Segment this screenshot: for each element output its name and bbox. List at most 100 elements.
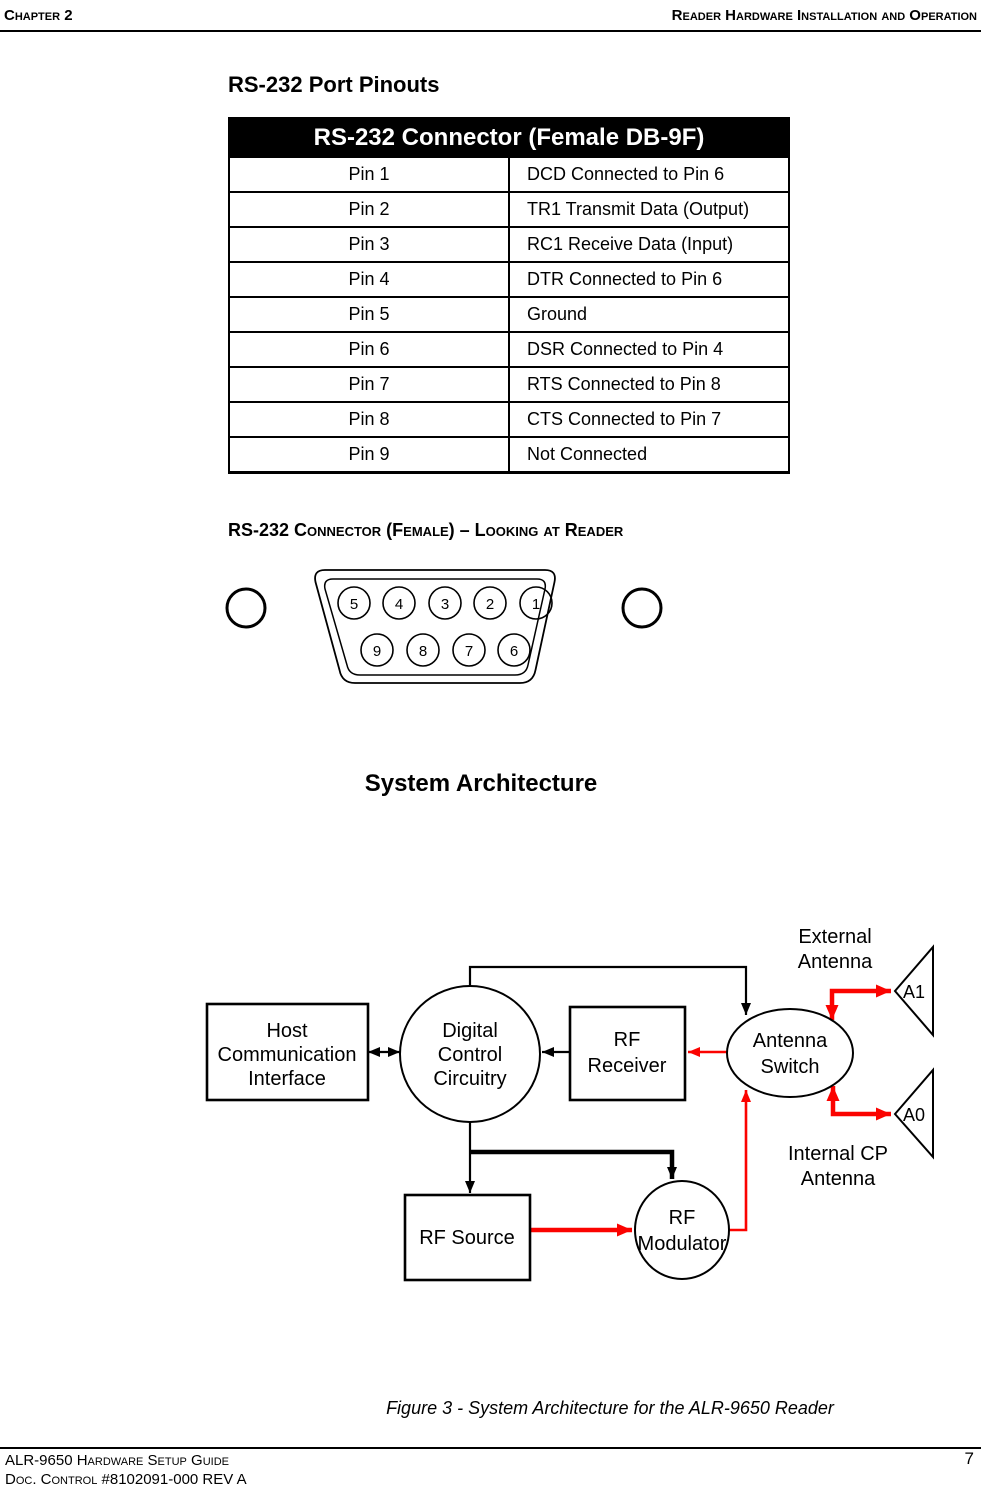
description-cell: TR1 Transmit Data (Output) xyxy=(508,191,790,228)
pin-row-bottom: 9 8 7 6 xyxy=(360,633,531,667)
antenna-port-labels: A1 A0 xyxy=(903,982,925,1125)
connector-body-inner xyxy=(323,578,547,676)
connector-body-outer xyxy=(314,569,556,684)
description-cell: Ground xyxy=(508,296,790,333)
pin-circle xyxy=(473,586,507,620)
db9-connector-diagram: 5 4 3 2 1 9 8 7 6 xyxy=(225,569,663,684)
host-label-line: Communication xyxy=(218,1044,357,1066)
pin-cell: Pin 6 xyxy=(228,331,510,368)
pin-cell: Pin 3 xyxy=(228,226,510,263)
pin-circle xyxy=(452,633,486,667)
external-antenna-label-line: External xyxy=(798,926,871,948)
switch-label-line: Switch xyxy=(761,1056,820,1078)
host-communication-interface-box xyxy=(205,1002,370,1102)
dcc-label-line: Circuitry xyxy=(433,1068,506,1090)
modulator-label-line: Modulator xyxy=(638,1233,727,1255)
pinouts-title: RS-232 Port Pinouts xyxy=(228,72,440,97)
pin-cell: Pin 8 xyxy=(228,401,510,438)
footer-rule xyxy=(0,1447,981,1449)
host-label-line: Interface xyxy=(248,1068,326,1090)
a1-label: A1 xyxy=(903,982,925,1002)
header-chapter: Chapter 2 xyxy=(4,7,73,24)
internal-cp-antenna-label-line: Antenna xyxy=(801,1168,876,1190)
dcc-label-line: Control xyxy=(438,1044,502,1066)
host-label-line: Host xyxy=(266,1020,308,1042)
pin-number: 7 xyxy=(465,643,473,660)
rf-source-box xyxy=(403,1193,532,1282)
pin-circle xyxy=(406,633,440,667)
receiver-label-line: Receiver xyxy=(588,1055,667,1077)
pin-row-top: 5 4 3 2 1 xyxy=(337,586,553,620)
description-cell: Not Connected xyxy=(508,436,790,474)
dcc-switch-link xyxy=(468,965,751,1015)
modulator-switch-link xyxy=(729,1090,751,1232)
pin-circle xyxy=(382,586,416,620)
a0-label: A0 xyxy=(903,1105,925,1125)
annotation-labels: External Antenna Internal CP Antenna xyxy=(788,926,888,1190)
digital-control-circuitry-ellipse xyxy=(399,985,541,1123)
pin-number: 6 xyxy=(510,643,518,660)
pin-circle xyxy=(519,586,553,620)
footer-guide-title: ALR-9650 Hardware Setup Guide xyxy=(5,1452,229,1469)
pin-circle xyxy=(337,586,371,620)
switch-a0-link xyxy=(826,1086,891,1121)
switch-label-line: Antenna xyxy=(753,1030,828,1052)
dcc-label-line: Digital xyxy=(442,1020,498,1042)
pin-cell: Pin 5 xyxy=(228,296,510,333)
description-cell: DSR Connected to Pin 4 xyxy=(508,331,790,368)
pin-number: 2 xyxy=(486,596,494,613)
description-cell: DCD Connected to Pin 6 xyxy=(508,156,790,193)
header-section: Reader Hardware Installation and Operati… xyxy=(671,7,977,24)
pin-cell: Pin 4 xyxy=(228,261,510,298)
dcc-modulator-link xyxy=(469,1149,677,1179)
description-cell: DTR Connected to Pin 6 xyxy=(508,261,790,298)
rf-modulator-ellipse xyxy=(634,1180,730,1280)
pin-circle xyxy=(428,586,462,620)
system-architecture-diagram: Host Communication Interface Digital Con… xyxy=(205,926,934,1282)
description-cell: CTS Connected to Pin 7 xyxy=(508,401,790,438)
pin-number: 4 xyxy=(395,596,403,613)
external-antenna-label-line: Antenna xyxy=(798,951,873,973)
pin-cell: Pin 7 xyxy=(228,366,510,403)
internal-cp-antenna-label-line: Internal CP xyxy=(788,1143,888,1165)
header-rule xyxy=(0,30,981,32)
description-cell: RTS Connected to Pin 8 xyxy=(508,366,790,403)
pin-cell: Pin 1 xyxy=(228,156,510,193)
antenna-a1-symbol xyxy=(893,944,934,1038)
pin-circle xyxy=(360,633,394,667)
rf-receiver-box xyxy=(568,1005,687,1102)
pin-number: 9 xyxy=(373,643,381,660)
footer-page-number: 7 xyxy=(964,1449,974,1468)
modulator-label-line: RF xyxy=(669,1207,696,1229)
footer-doc-control: Doc. Control #8102091-000 REV A xyxy=(5,1471,247,1488)
pin-number: 1 xyxy=(532,596,540,613)
pin-number: 5 xyxy=(350,596,358,613)
screw-hole-right xyxy=(621,587,663,629)
source-label: RF Source xyxy=(419,1227,515,1249)
antenna-switch-ellipse xyxy=(726,1008,854,1098)
receiver-label-line: RF xyxy=(614,1029,641,1051)
pin-cell: Pin 9 xyxy=(228,436,510,474)
pin-number: 8 xyxy=(419,643,427,660)
figure-caption: Figure 3 - System Architecture for the A… xyxy=(386,1398,834,1418)
pin-number: 3 xyxy=(441,596,449,613)
screw-hole-left xyxy=(225,587,267,629)
connector-heading: RS-232 Connector (Female) – Looking at R… xyxy=(228,520,624,540)
architecture-title: System Architecture xyxy=(364,770,598,797)
pinout-table-header-row: RS-232 Connector (Female DB-9F) xyxy=(228,117,790,158)
node-labels: Host Communication Interface Digital Con… xyxy=(218,1020,829,1255)
pin-cell: Pin 2 xyxy=(228,191,510,228)
description-cell: RC1 Receive Data (Input) xyxy=(508,226,790,263)
antenna-a0-symbol xyxy=(893,1067,934,1160)
